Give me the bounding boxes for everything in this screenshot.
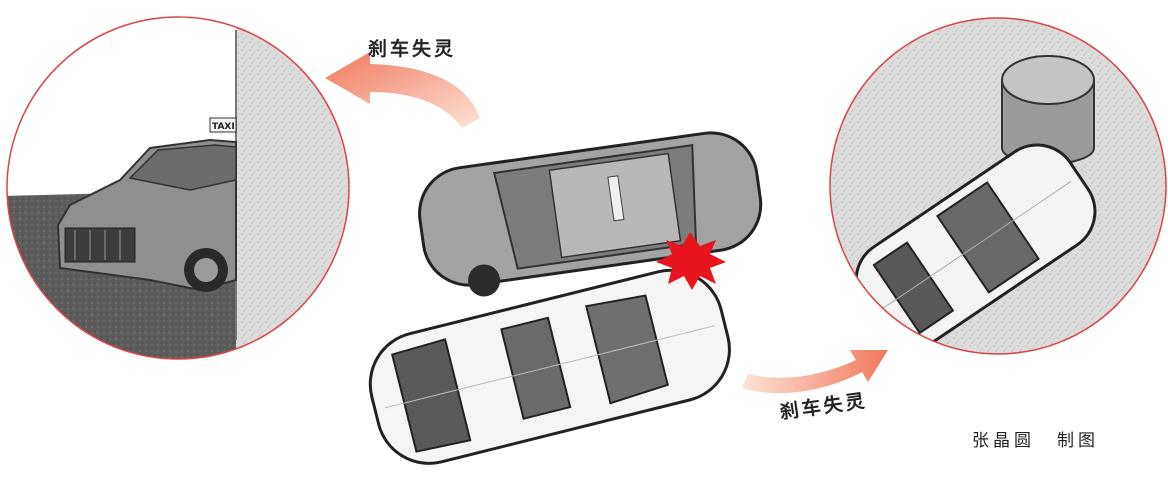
credit-author: 张晶圆 — [972, 431, 1035, 451]
white-car-closeup — [854, 143, 1097, 349]
curved-arrow-icon — [742, 350, 888, 394]
curved-arrow-icon — [325, 52, 480, 128]
colliding-cars — [368, 131, 763, 465]
white-car — [368, 268, 731, 465]
left-detail-circle: TAXI — [6, 16, 350, 360]
right-detail-circle — [829, 17, 1167, 355]
crash-burst-icon — [656, 232, 726, 290]
credit-role: 制图 — [1057, 431, 1099, 451]
taxi-car: TAXI — [56, 117, 237, 292]
cylinder-obstacle — [1001, 55, 1095, 165]
brake-failure-label-top: 刹车失灵 — [368, 38, 457, 60]
illustration-credit: 张晶圆 制图 — [972, 426, 1099, 451]
taxi-sign: TAXI — [212, 122, 235, 132]
gray-car — [418, 131, 763, 297]
